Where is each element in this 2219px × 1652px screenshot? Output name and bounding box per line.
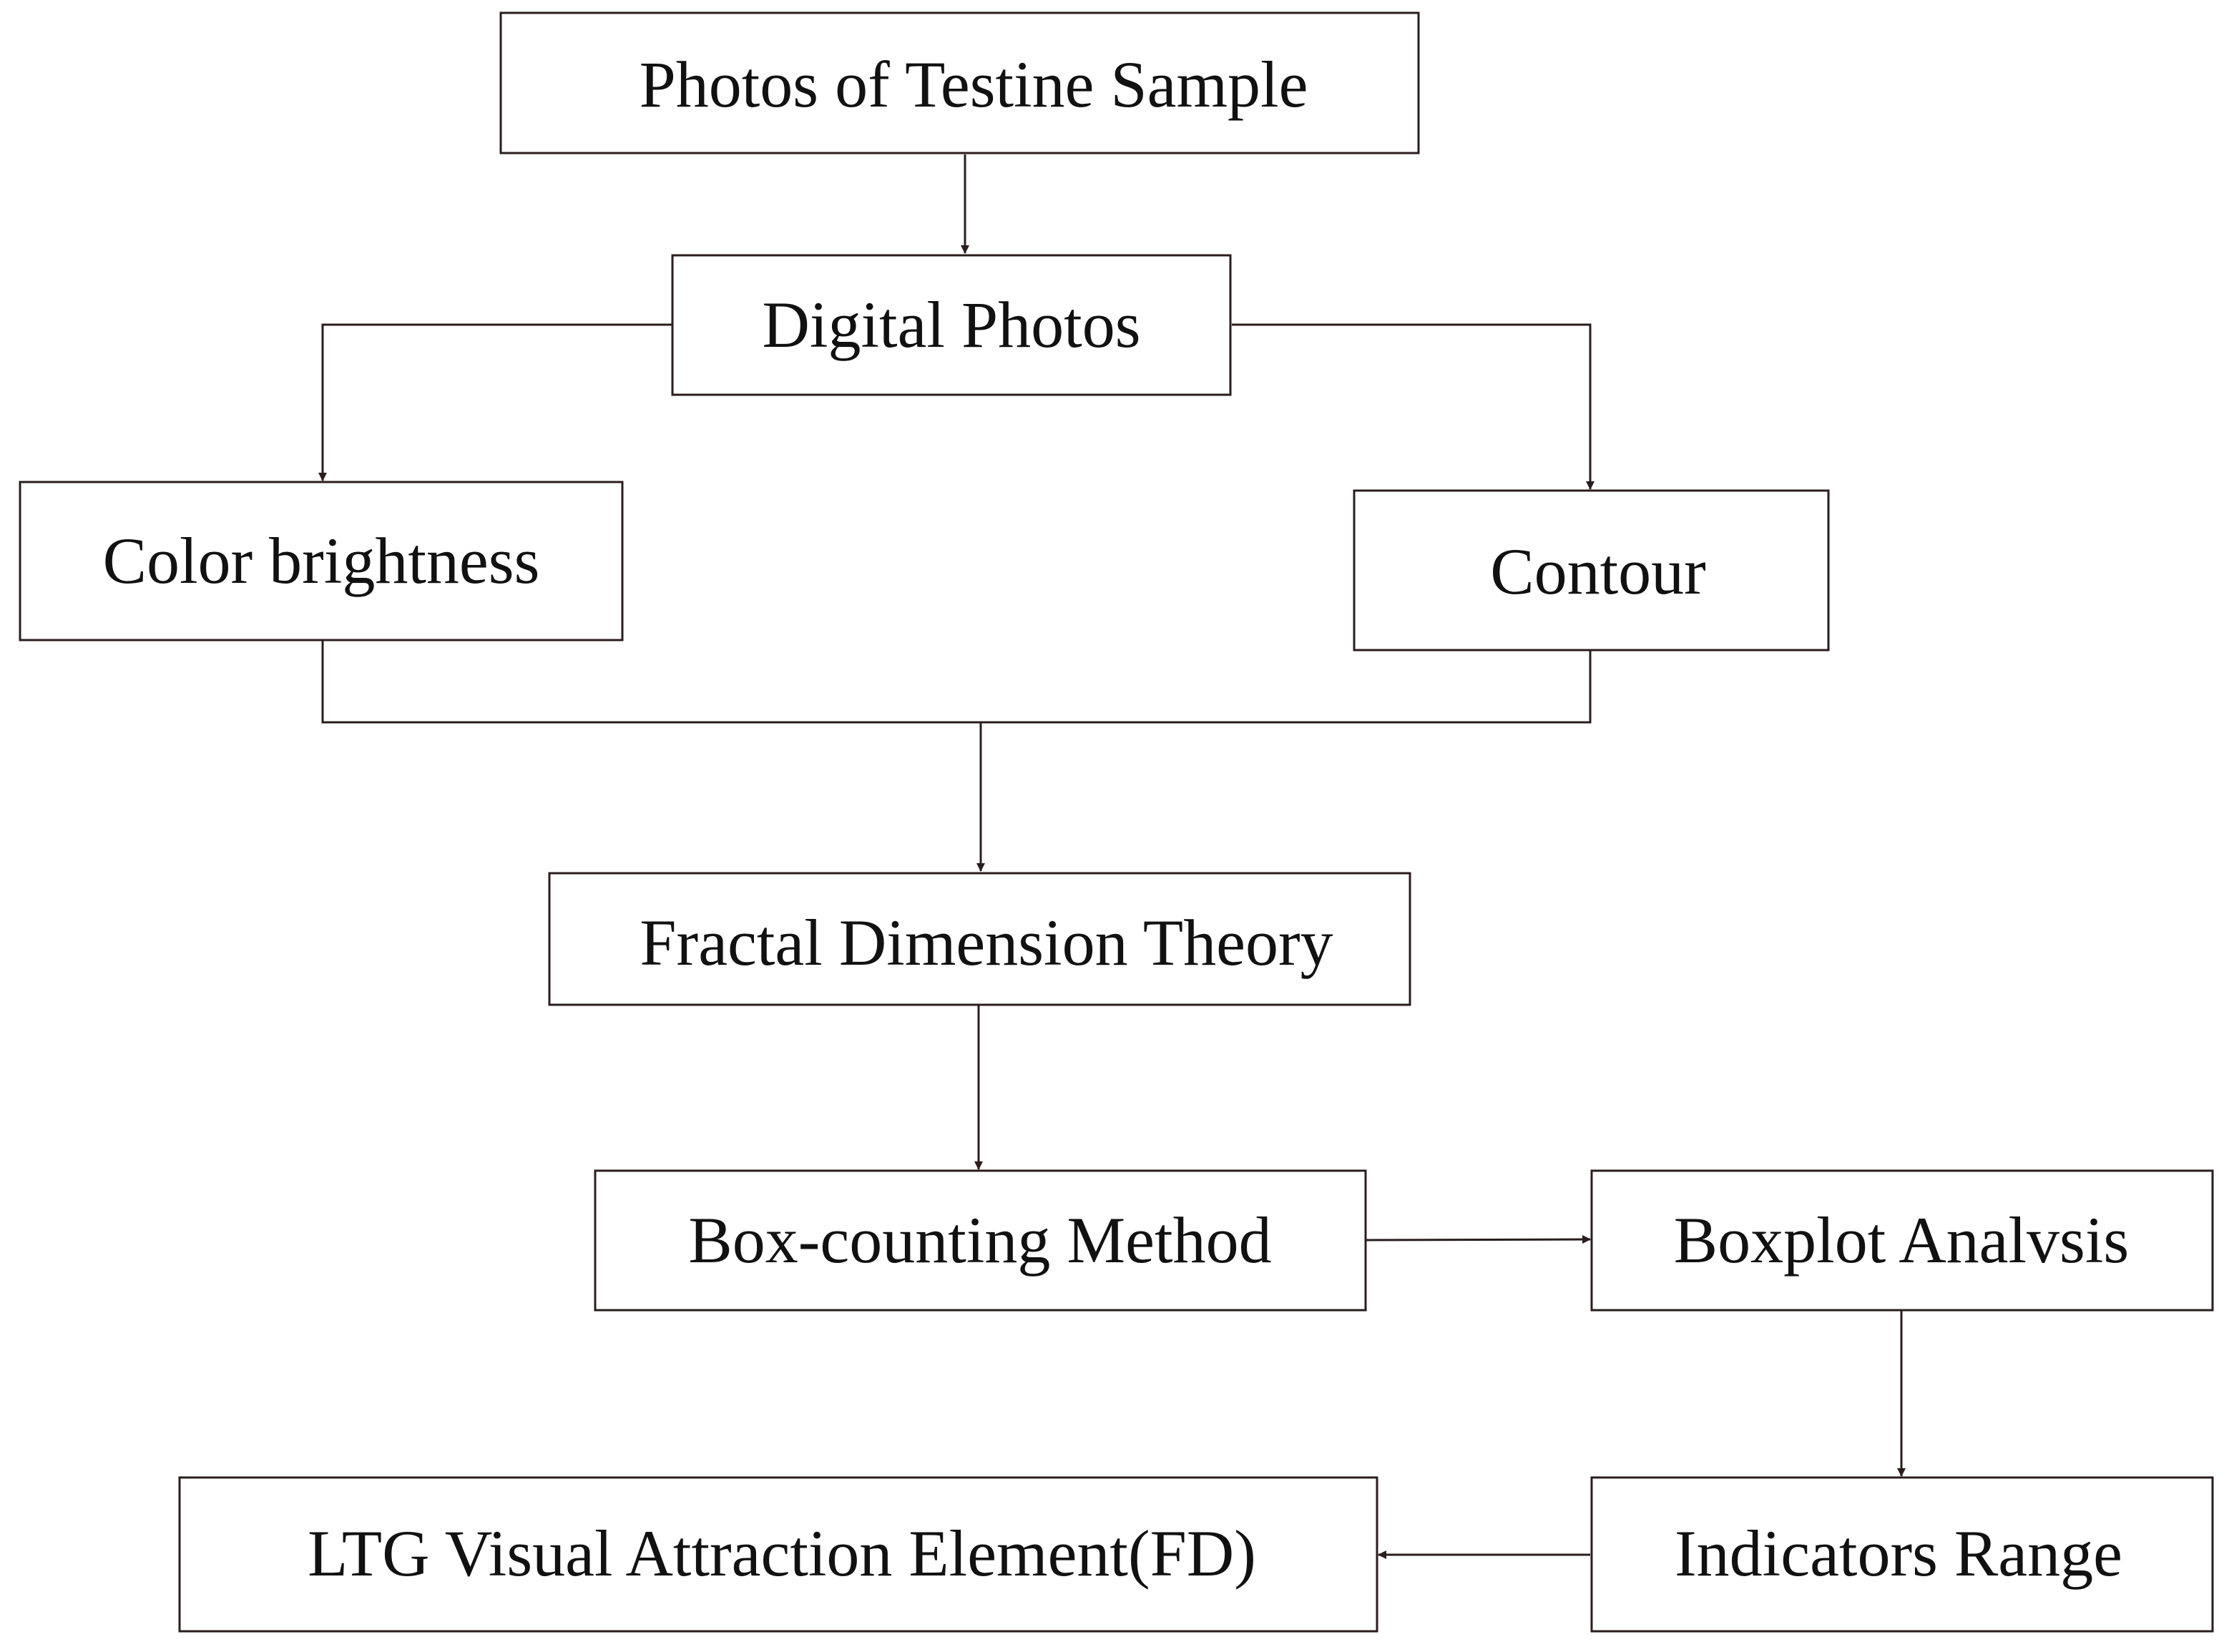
node-digital-photos: Digital Photos [671,254,1232,396]
node-ltg-visual-attraction-element: LTG Visual Attraction Element(FD) [178,1476,1378,1633]
node-label: Fractal Dimension Theory [640,906,1333,979]
node-label: Digital Photos [762,288,1140,361]
edge-box-counting-to-boxplot [1366,1235,1591,1244]
node-label: Contour [1490,535,1706,608]
node-box-counting-method: Box-counting Method [594,1169,1367,1312]
node-fractal-dimension-theory: Fractal Dimension Theory [548,872,1411,1006]
edge-color-brightness-to-merge [321,640,1592,724]
edge-digital-to-contour [1232,323,1595,490]
node-indicators-range: Indicators Range [1590,1476,2214,1633]
node-label: LTG Visual Attraction Element(FD) [308,1517,1256,1590]
edge-digital-to-color-brightness [318,323,672,481]
node-photos-of-testine-sample: Photos of Testine Sample [499,11,1420,154]
node-color-brightness: Color brightness [19,481,624,641]
node-label: Boxplot Analvsis [1674,1204,2129,1277]
node-label: Photos of Testine Sample [640,48,1308,121]
node-boxplot-analysis: Boxplot Analvsis [1590,1169,2214,1312]
node-label: Indicators Range [1675,1517,2122,1590]
node-label: Box-counting Method [688,1204,1271,1277]
node-label: Color brightness [103,524,540,597]
connectors [318,154,1906,1559]
node-contour: Contour [1353,489,1830,652]
